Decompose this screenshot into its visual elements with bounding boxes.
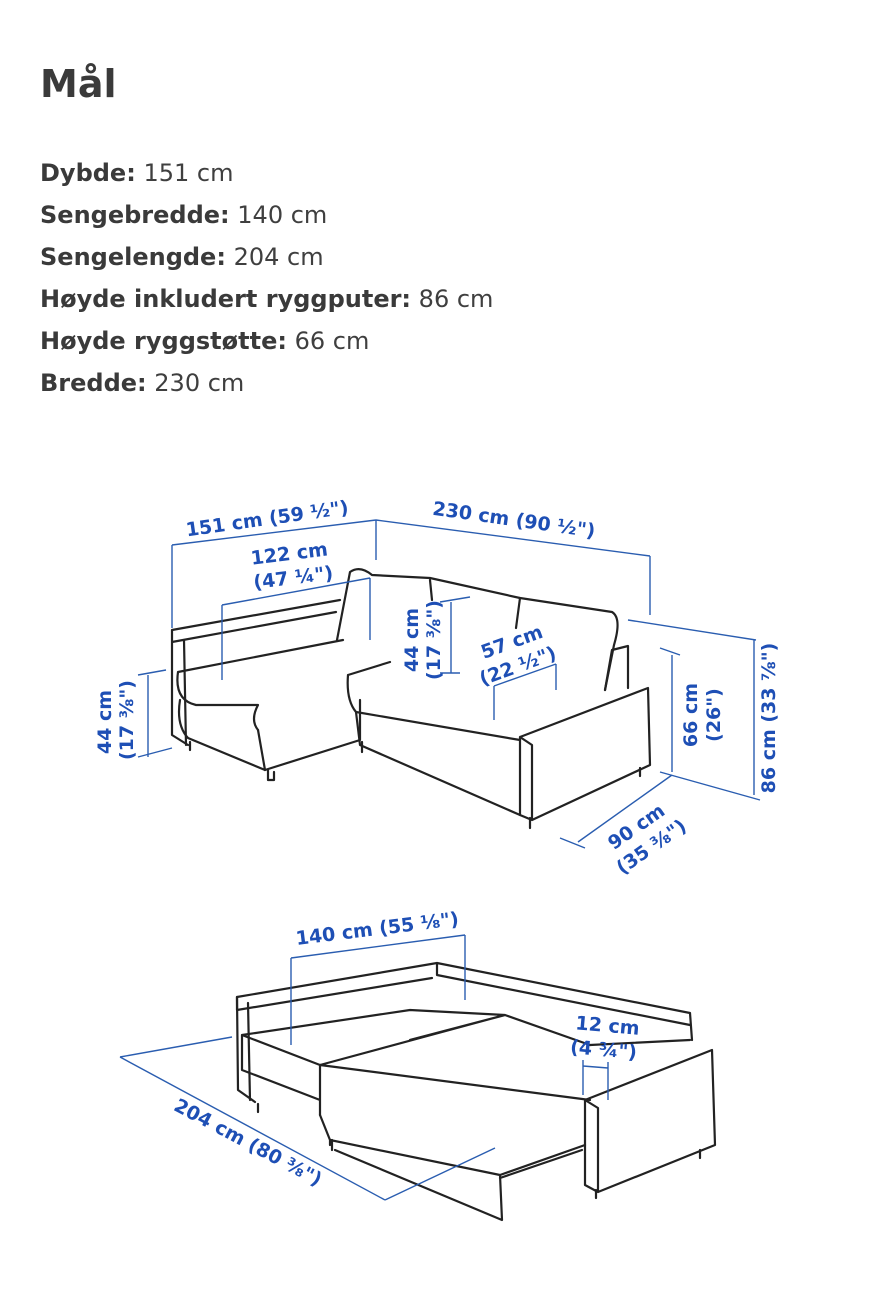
spec-label: Høyde inkludert ryggputer: [40,285,412,313]
label-backrest-height-in: (26") [703,688,725,742]
spec-width: Bredde: 230 cm [40,362,493,404]
label-depth: 151 cm (59 ½") [184,497,349,542]
spec-bed-width: Sengebredde: 140 cm [40,194,493,236]
spec-value: 140 cm [237,201,328,229]
label-total-height: 86 cm (33 ⅞") [758,643,780,794]
spec-label: Høyde ryggstøtte: [40,327,287,355]
spec-bed-length: Sengelengde: 204 cm [40,236,493,278]
label-width: 230 cm (90 ½") [431,498,596,543]
spec-label: Bredde: [40,369,147,397]
sofa-dimension-lines [137,519,761,849]
label-bed-width: 140 cm (55 ⅛") [295,908,460,950]
label-seat-height-cm: 44 cm [94,690,116,754]
label-backrest-height-cm: 66 cm [680,683,702,747]
sofa-dimension-labels: 151 cm (59 ½") 230 cm (90 ½") 122 cm (47… [94,497,780,879]
label-gap-cm: 12 cm [575,1012,641,1040]
spec-label: Sengebredde: [40,201,230,229]
sofa-bed-drawing [235,961,717,1222]
label-back-height-cm: 44 cm [401,608,423,672]
spec-backrest-height: Høyde ryggstøtte: 66 cm [40,320,493,362]
spec-value: 86 cm [418,285,494,313]
label-back-height-in: (17 ⅜") [423,600,445,680]
spec-value: 230 cm [154,369,245,397]
spec-depth: Dybde: 151 cm [40,152,493,194]
page-title: Mål [40,62,117,106]
sofa-drawing [170,568,652,830]
label-gap-in: (4 ¾") [569,1036,637,1064]
sofa-bed-dimension-labels: 140 cm (55 ⅛") 12 cm (4 ¾") 204 cm (80 ⅜… [170,908,640,1191]
spec-value: 66 cm [294,327,370,355]
spec-label: Dybde: [40,159,136,187]
dimension-specs-list: Dybde: 151 cm Sengebredde: 140 cm Sengel… [40,152,493,404]
spec-label: Sengelengde: [40,243,226,271]
spec-height-incl-cushions: Høyde inkludert ryggputer: 86 cm [40,278,493,320]
spec-value: 204 cm [233,243,324,271]
spec-value: 151 cm [143,159,234,187]
label-bed-length: 204 cm (80 ⅜") [170,1095,325,1191]
sofa-bed-dimension-lines [119,934,609,1201]
label-seat-height-in: (17 ⅜") [116,680,138,760]
